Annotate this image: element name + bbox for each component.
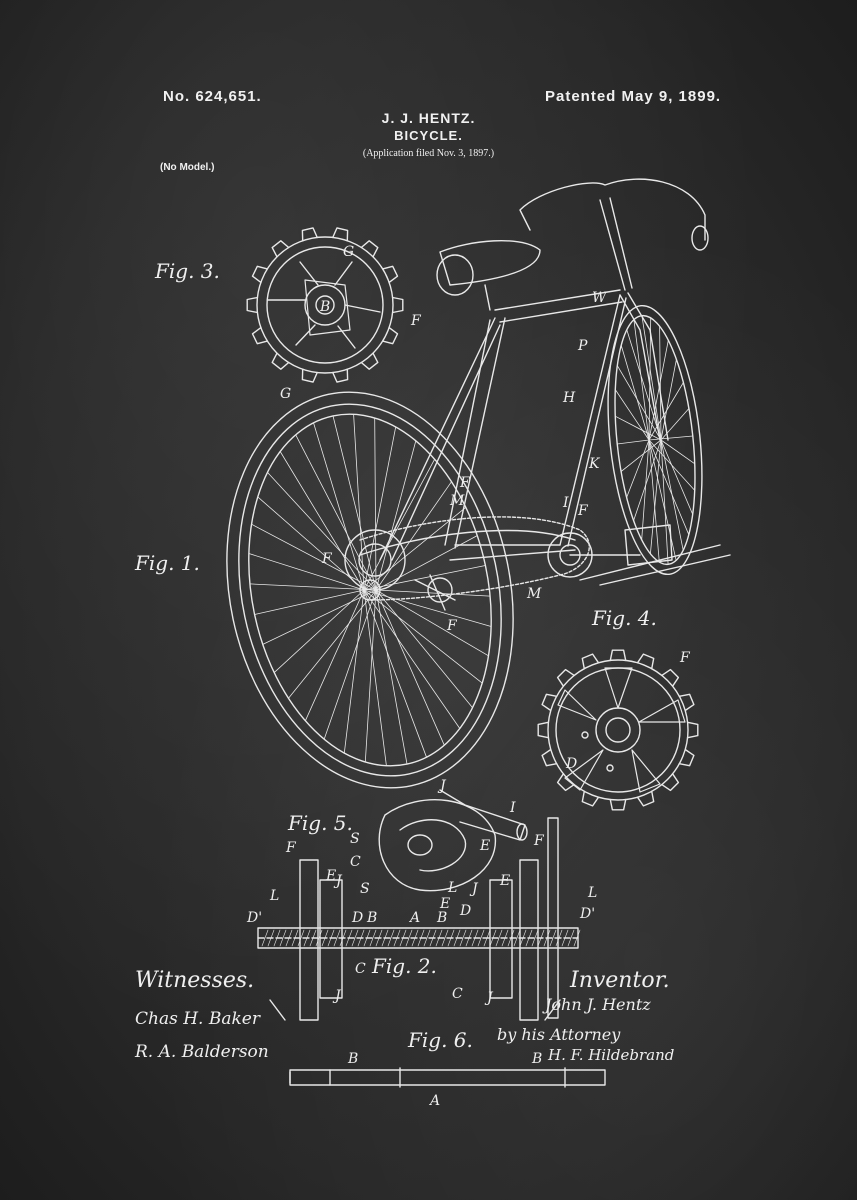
- ref-letter-f: F: [459, 475, 471, 491]
- fig1-bicycle: [226, 178, 731, 789]
- ref-letter-d: D: [459, 903, 471, 919]
- ref-letter-w: W: [592, 290, 608, 306]
- ref-letter-m: M: [449, 493, 465, 509]
- ref-letter-b: B: [436, 910, 447, 926]
- ref-letter-m: M: [526, 586, 542, 602]
- ref-letter-e: E: [439, 896, 450, 912]
- ref-letter-b: B: [319, 299, 330, 315]
- ref-letter-j: J: [437, 778, 447, 794]
- fig5-label: Fig. 5.: [287, 811, 353, 835]
- application-note: (Application filed Nov. 3, 1897.): [362, 148, 495, 159]
- ref-letter-f: F: [446, 618, 458, 634]
- ref-letter-d-prime: D': [246, 910, 262, 926]
- ref-letter-j: J: [469, 881, 479, 897]
- inventor-name: J. J. HENTZ.: [381, 110, 476, 126]
- ref-letter-e: E: [499, 873, 510, 889]
- fig3-sprocket: [246, 227, 404, 383]
- ref-letter-a: A: [408, 910, 420, 926]
- invention-title: BICYCLE.: [394, 128, 463, 143]
- ref-letter-d: D: [565, 756, 577, 772]
- ref-letter-d-prime: D': [579, 906, 595, 922]
- ref-letter-l: L: [447, 880, 457, 896]
- witness-signature-1: Chas H. Baker: [135, 1009, 261, 1029]
- ref-letter-k: K: [588, 456, 601, 472]
- witness-signature-2: R. A. Balderson: [134, 1042, 269, 1062]
- witnesses-label: Witnesses.: [135, 968, 254, 993]
- fig6-axle: [289, 1067, 606, 1088]
- ref-letter-a: A: [428, 1093, 440, 1109]
- ref-letter-b: B: [347, 1051, 358, 1067]
- inventor-label: Inventor.: [569, 968, 670, 993]
- ref-letter-g: G: [280, 386, 291, 402]
- attorney-label: by his Attorney: [497, 1025, 621, 1044]
- ref-letter-h: H: [562, 390, 576, 406]
- ref-letter-f: F: [321, 551, 333, 567]
- ref-letter-g: G: [343, 244, 354, 260]
- inventor-signature: John J. Hentz: [542, 995, 651, 1014]
- ref-letter-b: B: [531, 1051, 542, 1067]
- ref-letter-l: L: [587, 885, 597, 901]
- fig3-label: Fig. 3.: [154, 259, 220, 283]
- patent-date: Patented May 9, 1899.: [545, 88, 722, 105]
- ref-letter-j: J: [333, 873, 343, 889]
- ref-letter-c: C: [350, 854, 361, 870]
- fig5-detail: [378, 789, 528, 892]
- ref-letter-s: S: [360, 881, 370, 897]
- ref-letter-l: L: [269, 888, 279, 904]
- ref-letter-b: B: [366, 910, 377, 926]
- fig4-label: Fig. 4.: [591, 606, 657, 630]
- ref-letter-e: E: [325, 868, 336, 884]
- model-note: (No Model.): [160, 162, 215, 173]
- ref-letter-s: S: [350, 831, 360, 847]
- fig4-sprocket: [537, 649, 699, 811]
- ref-letter-i: I: [509, 800, 516, 816]
- fig2-axle-section: [257, 817, 581, 1021]
- ref-letter-f: F: [410, 313, 422, 329]
- ref-letter-c: C: [452, 986, 463, 1002]
- ref-letter-c: C: [355, 961, 366, 977]
- ref-letter-f: F: [679, 650, 691, 666]
- ref-letter-p: P: [577, 338, 588, 354]
- fig2-label: Fig. 2.: [371, 954, 437, 978]
- fig6-label: Fig. 6.: [407, 1028, 473, 1052]
- ref-letter-f: F: [577, 503, 589, 519]
- ref-letter-j: J: [332, 988, 342, 1004]
- ref-letter-f: F: [533, 833, 545, 849]
- fig1-label: Fig. 1.: [134, 551, 200, 575]
- ref-letter-d: D: [351, 910, 363, 926]
- attorney-signature: H. F. Hildebrand: [547, 1046, 674, 1064]
- ref-letter-f: F: [285, 840, 297, 856]
- patent-number: No. 624,651.: [163, 88, 262, 105]
- ref-letter-j: J: [484, 990, 494, 1006]
- ref-letter-e: E: [479, 838, 490, 854]
- ref-letter-i: I: [562, 495, 569, 511]
